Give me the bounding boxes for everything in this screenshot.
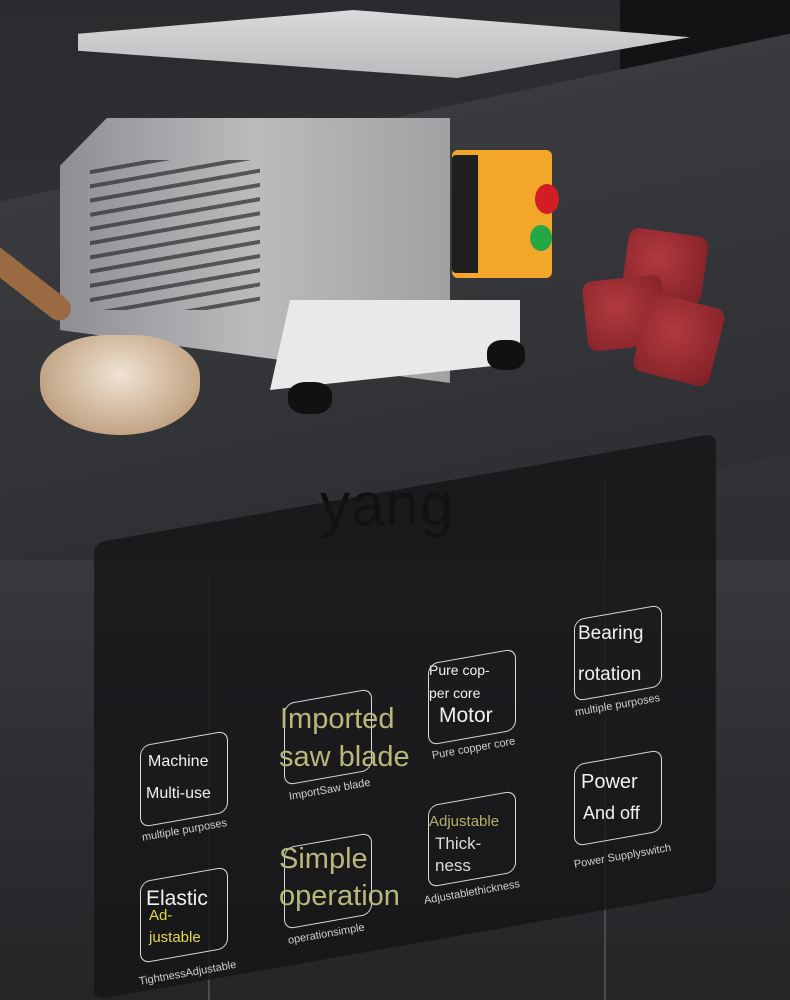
- feature-card-bearing: [574, 604, 662, 702]
- feature-card-machine: [140, 730, 228, 828]
- feature-label: saw blade: [279, 741, 410, 773]
- feature-label: Ad-: [149, 907, 173, 924]
- feature-label: Pure cop-: [429, 662, 490, 678]
- feature-label: operation: [279, 880, 400, 912]
- feature-label: Power: [581, 771, 638, 793]
- feature-label: Elastic: [146, 887, 208, 910]
- feature-label: Thick-: [435, 834, 482, 853]
- feature-label: justable: [149, 929, 201, 946]
- switch-box-side: [452, 155, 478, 273]
- feature-label: And off: [583, 803, 640, 823]
- feature-label: ness: [435, 856, 471, 875]
- machine-foot: [288, 382, 332, 414]
- stop-button-icon: [535, 184, 559, 214]
- feature-label: rotation: [578, 664, 642, 685]
- feature-label: Simple: [279, 843, 368, 875]
- feature-label: per core: [429, 685, 481, 701]
- feature-card-power: [574, 749, 662, 847]
- feature-label: Machine: [148, 753, 209, 770]
- feature-label: Motor: [439, 704, 493, 727]
- feature-label: Multi-use: [146, 785, 211, 802]
- feature-label: Adjustable: [429, 813, 500, 830]
- feature-label: Imported: [280, 703, 395, 735]
- bone-broth-spoon: [40, 335, 200, 435]
- vent-grille: [90, 160, 260, 310]
- saw-table-plate: [78, 10, 690, 78]
- feature-label: Bearing: [578, 623, 644, 644]
- start-button-icon: [530, 225, 552, 251]
- machine-foot: [487, 340, 525, 370]
